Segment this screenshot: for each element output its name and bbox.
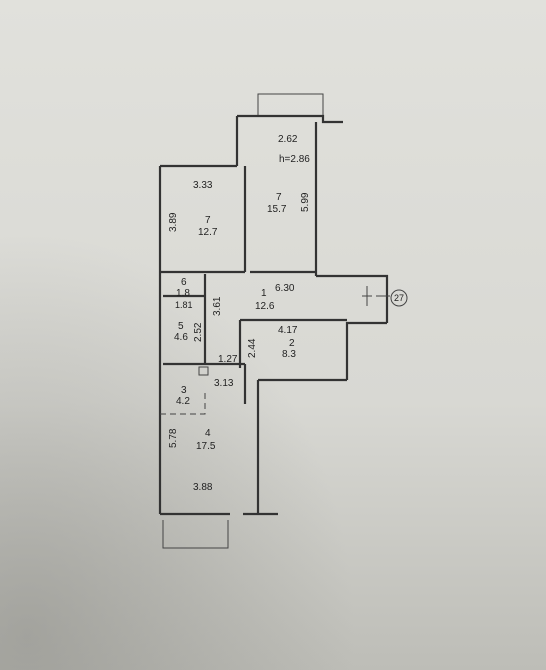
room-area-12-7: 12.7 [198,227,218,238]
dimension-3-88: 3.88 [193,482,213,493]
dimension-3-89: 3.89 [168,212,179,232]
dimension-2-52: 2.52 [193,322,204,342]
room-area-8-3: 8.3 [282,349,296,360]
room-area-12-6: 12.6 [255,301,275,312]
dimension-5-99: 5.99 [300,192,311,212]
ceiling-height-note: h=2.86 [279,154,310,165]
dimension-5-78: 5.78 [168,428,179,448]
room-area-1-8: 1.8 [176,288,190,299]
room-area-4-2: 4.2 [176,396,190,407]
room-area-4-6: 4.6 [174,332,188,343]
room-number-4: 4 [205,428,211,439]
interior-walls [160,166,408,415]
balcony-bottom [162,520,229,549]
room-number-1: 1 [261,288,267,299]
axis-marker-label: 27 [394,293,404,303]
balcony-top [257,93,324,116]
dimension-1-81: 1.81 [175,300,193,310]
dimension-1-27: 1.27 [218,354,238,365]
dimension-4-17: 4.17 [278,325,298,336]
dimension-6-30: 6.30 [275,283,295,294]
dimension-3-33: 3.33 [193,180,213,191]
dimension-2-44: 2.44 [247,338,258,358]
dimension-3-13: 3.13 [214,378,234,389]
room-number-3: 3 [181,385,187,396]
room-number-6: 6 [181,277,187,288]
room-number-7-right: 7 [276,192,282,203]
vent-icon [198,366,209,376]
dimension-3-61: 3.61 [212,296,223,316]
room-area-17-5: 17.5 [196,441,216,452]
dimension-2-62: 2.62 [278,134,298,145]
room-number-7-left: 7 [205,215,211,226]
axis-marker-circle [390,289,408,307]
room-area-15-7: 15.7 [267,204,287,215]
outer-walls [158,114,389,516]
room-number-5: 5 [178,321,184,332]
room-number-2: 2 [289,338,295,349]
